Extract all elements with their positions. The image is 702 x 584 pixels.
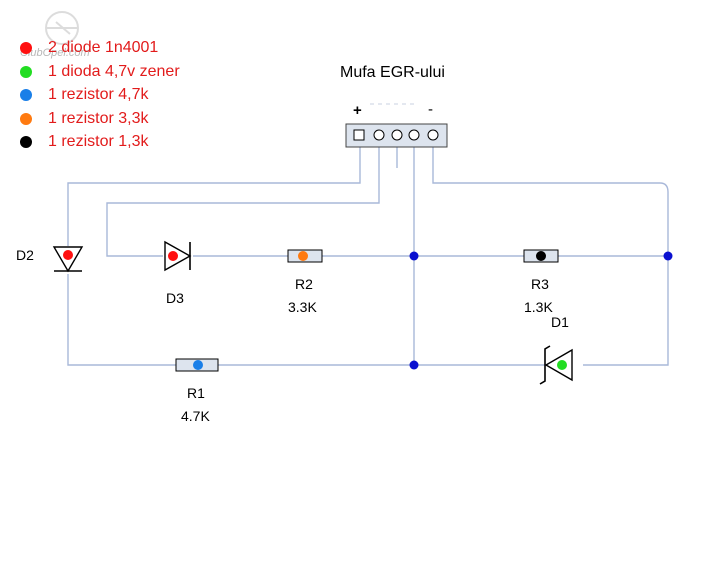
node-right-top bbox=[663, 251, 673, 261]
plus-label: + bbox=[353, 102, 362, 119]
legend-label: 1 dioda 4,7v zener bbox=[48, 62, 180, 80]
r3-label: R3 bbox=[531, 276, 549, 292]
legend-label: 1 rezistor 3,3k bbox=[48, 109, 149, 127]
d2-label: D2 bbox=[16, 247, 34, 263]
orange-dot-icon bbox=[20, 112, 32, 125]
r2-value: 3.3K bbox=[288, 299, 317, 315]
r3-value: 1.3K bbox=[524, 299, 553, 315]
zener-d1 bbox=[539, 345, 573, 385]
nodes bbox=[409, 251, 673, 370]
legend-label: 2 diode 1n4001 bbox=[48, 39, 159, 56]
r1-label: R1 bbox=[187, 385, 205, 401]
d3-label: D3 bbox=[166, 290, 184, 306]
wire-plus-to-d2 bbox=[67, 147, 361, 246]
r3-marker bbox=[536, 251, 546, 261]
r2-label: R2 bbox=[295, 276, 313, 292]
minus-label: - bbox=[428, 101, 433, 118]
r1-marker bbox=[193, 360, 203, 370]
r2-marker bbox=[298, 251, 308, 261]
connector-title: Mufa EGR-ului bbox=[340, 64, 445, 81]
d2-marker bbox=[63, 250, 73, 260]
wires bbox=[67, 147, 669, 366]
legend-label: 1 rezistor 1,3k bbox=[48, 133, 149, 150]
wire-d2-bottom bbox=[67, 274, 176, 366]
wire-pin2-to-d3 bbox=[106, 147, 380, 257]
resistor-r1 bbox=[175, 358, 219, 372]
egr-connector bbox=[345, 103, 448, 148]
black-dot-icon bbox=[20, 136, 32, 148]
node-center-bottom bbox=[409, 360, 419, 370]
d3-marker bbox=[168, 251, 178, 261]
green-dot-icon bbox=[20, 65, 32, 78]
diode-d2 bbox=[52, 246, 84, 273]
wire-minus-to-right bbox=[432, 147, 669, 366]
clubopel-logo bbox=[45, 11, 79, 45]
legend-label: 1 rezistor 4,7k bbox=[48, 86, 149, 103]
red-dot-icon bbox=[20, 42, 32, 54]
diode-d3 bbox=[164, 240, 192, 272]
resistor-r2 bbox=[287, 249, 323, 263]
d1-marker bbox=[557, 360, 567, 370]
node-center-top bbox=[409, 251, 419, 261]
watermark-text: ClubOpel.com bbox=[20, 47, 90, 59]
r1-value: 4.7K bbox=[181, 408, 210, 424]
resistor-r3 bbox=[523, 249, 559, 263]
blue-dot-icon bbox=[20, 89, 32, 101]
d1-label: D1 bbox=[551, 314, 569, 330]
